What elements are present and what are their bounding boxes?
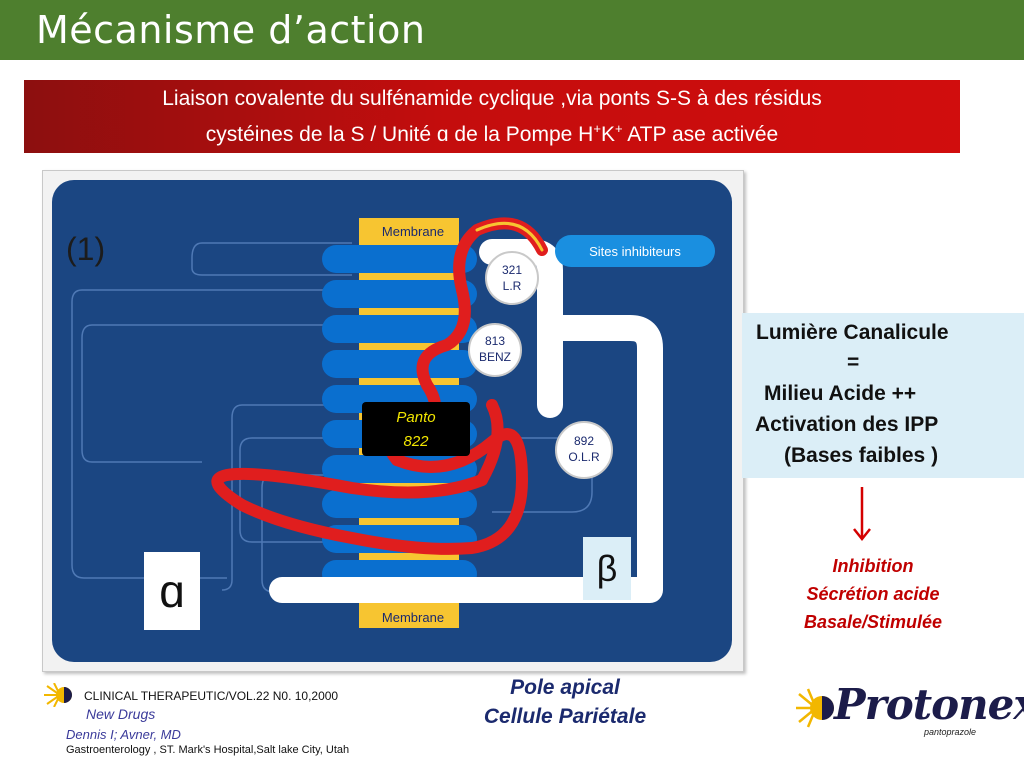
- inhibition-line-3: Basale/Stimulée: [803, 612, 943, 632]
- panto-label: Panto: [396, 409, 435, 426]
- site-813-circle: [468, 323, 522, 377]
- proton-pump-diagram: Membrane Membrane Sites inhibiteurs 321 …: [52, 180, 732, 662]
- outline-loop-3: [81, 324, 352, 463]
- banner-line-2: cystéines de la S / Unité ɑ de la Pompe …: [24, 114, 960, 150]
- site-892-name: O.L.R: [568, 450, 600, 464]
- outline-loop-4: [221, 404, 352, 591]
- site-321-name: L.R: [503, 279, 522, 293]
- reference-affiliation: Gastroenterology , ST. Mark's Hospital,S…: [66, 744, 350, 756]
- inhibition-line-1: Inhibition: [832, 556, 914, 576]
- panel-label: (1): [66, 231, 105, 267]
- site-892-circle: [555, 421, 613, 479]
- pole-line-1: Pole apical: [510, 676, 620, 699]
- info-line-3: Milieu Acide ++: [764, 382, 917, 405]
- inhibition-text: Inhibition Sécrétion acide Basale/Stimul…: [770, 552, 976, 636]
- alpha-label: ɑ: [159, 565, 185, 617]
- site-892-number: 892: [574, 434, 594, 448]
- banner-sup-1: +: [593, 120, 601, 136]
- pole-apical-caption: Pole apical Cellule Pariétale: [455, 673, 675, 731]
- banner-line-2-b: K: [600, 122, 615, 146]
- beta-label: β: [596, 547, 618, 589]
- site-813-number: 813: [485, 334, 505, 348]
- site-321-number: 321: [502, 263, 522, 277]
- info-line-4: Activation des IPP: [755, 413, 939, 436]
- panto-number: 822: [403, 433, 429, 450]
- alpha-label-box: ɑ: [144, 552, 200, 630]
- info-line-2: =: [847, 351, 860, 374]
- pole-line-2: Cellule Pariétale: [483, 705, 647, 728]
- helix-3: [322, 315, 477, 343]
- info-line-5: (Bases faibles ): [784, 444, 939, 467]
- banner-line-2-c: ATP ase activée: [622, 122, 779, 146]
- alpha-chain-loop: [211, 428, 528, 555]
- protonex-logo-text: Protonex: [834, 680, 1024, 729]
- canalicule-info-box: Lumière Canalicule = Milieu Acide ++ Act…: [742, 313, 1024, 478]
- outline-loop-1: [191, 242, 352, 276]
- banner-line-2-a: cystéines de la S / Unité ɑ de la Pompe …: [205, 122, 594, 146]
- protonex-sun-icon: [796, 688, 834, 728]
- panto-822-box: [362, 402, 470, 456]
- helix-8: [322, 490, 477, 518]
- outline-loop-2: [71, 289, 352, 579]
- banner-sup-2: +: [614, 120, 623, 136]
- page-title: Mécanisme d’action: [36, 8, 426, 52]
- sites-inhibiteurs-label: Sites inhibiteurs: [589, 244, 681, 259]
- helix-1: [322, 245, 477, 273]
- sites-inhibiteurs-badge: [555, 235, 715, 267]
- helix-4: [322, 350, 477, 378]
- protonex-subtitle: pantoprazole: [924, 727, 977, 737]
- site-813-name: BENZ: [479, 350, 511, 364]
- down-arrow-icon: [853, 487, 871, 542]
- outline-loop-5: [239, 437, 352, 543]
- banner-line-1: Liaison covalente du sulfénamide cycliqu…: [162, 86, 822, 110]
- membrane-bottom-label: Membrane: [382, 610, 444, 625]
- site-321-circle: [485, 251, 539, 305]
- inhibition-line-2: Sécrétion acide: [806, 584, 940, 604]
- alpha-chain-tail: [476, 399, 504, 486]
- info-line-1: Lumière Canalicule: [756, 321, 949, 344]
- beta-label-box: β: [583, 537, 631, 600]
- mechanism-banner: Liaison covalente du sulfénamide cycliqu…: [24, 80, 960, 153]
- alpha-chain-yellow-edge: [475, 221, 544, 252]
- sun-logo-icon: [44, 683, 72, 707]
- reference-authors: Dennis I; Avner, MD: [66, 727, 181, 742]
- title-bar: Mécanisme d’action: [0, 0, 1024, 60]
- reference-section: New Drugs: [86, 706, 156, 722]
- membrane-top-label: Membrane: [382, 224, 444, 239]
- helix-2: [322, 280, 477, 308]
- reference-journal: CLINICAL THERAPEUTIC/VOL.22 N0. 10,2000: [84, 689, 339, 703]
